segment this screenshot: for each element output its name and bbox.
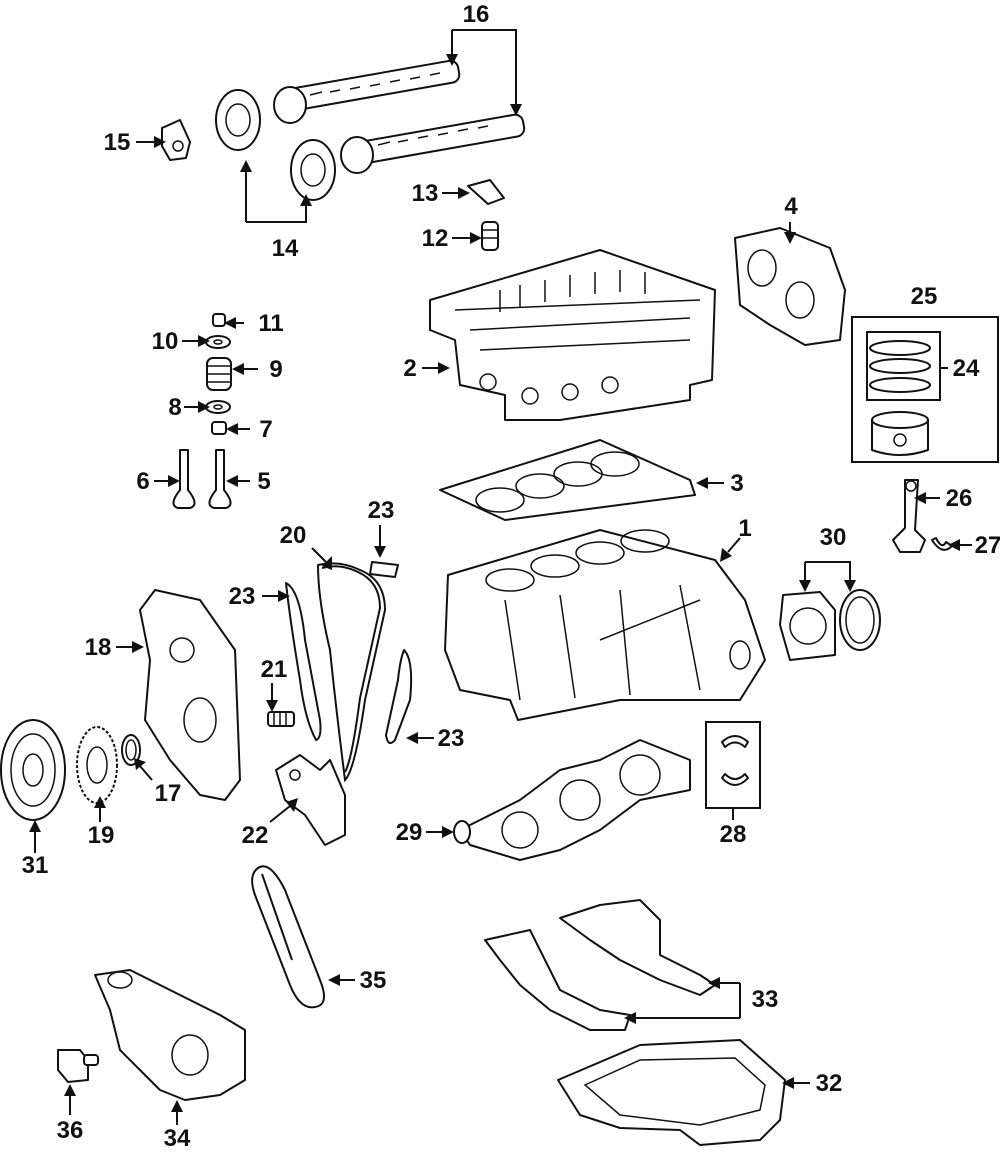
part-11-valve-keeper — [212, 313, 226, 327]
part-18-timing-cover — [139, 589, 241, 801]
callout-9: 9 — [269, 356, 282, 383]
part-3-head-gasket — [439, 439, 696, 521]
callout-21: 21 — [261, 656, 288, 683]
callout-26: 26 — [946, 485, 973, 512]
callout-17: 17 — [155, 780, 182, 807]
part-26-connecting-rod — [892, 479, 926, 553]
callout-15: 15 — [104, 129, 131, 156]
callout-20: 20 — [280, 522, 307, 549]
part-20-timing-chain — [316, 562, 387, 783]
part-24-piston-rings — [869, 340, 931, 393]
part-28-main-bearings — [705, 721, 761, 809]
part-25-piston — [871, 411, 929, 456]
callout-29: 29 — [396, 819, 423, 846]
part-33-oil-baffle-upper — [559, 899, 716, 996]
callout-24: 24 — [953, 355, 980, 382]
callout-18: 18 — [85, 634, 112, 661]
callout-5: 5 — [257, 468, 270, 495]
part-23-chain-guide-top — [369, 561, 399, 578]
part-camshaft-upper — [273, 59, 461, 124]
callout-31: 31 — [22, 852, 49, 879]
callout-30: 30 — [820, 524, 847, 551]
callout-23-right: 23 — [438, 725, 465, 752]
callout-23-left: 23 — [229, 583, 256, 610]
callout-7: 7 — [259, 416, 272, 443]
part-27-rod-bearing — [931, 537, 953, 551]
part-23-chain-guide-right — [385, 649, 413, 745]
callout-25: 25 — [911, 283, 938, 310]
part-30-rear-main-seal — [839, 589, 881, 651]
part-21-chain-tensioner — [267, 711, 295, 727]
leader-lines — [29, 29, 999, 1125]
callout-4: 4 — [784, 193, 798, 220]
callout-16: 16 — [463, 1, 490, 28]
part-30-rear-main-seal-housing — [779, 591, 836, 661]
part-12-lifter — [481, 221, 499, 251]
part-23-chain-guide-left — [285, 582, 322, 741]
callout-27: 27 — [975, 532, 1000, 559]
callout-3: 3 — [730, 470, 743, 497]
callout-32: 32 — [816, 1070, 843, 1097]
callout-28: 28 — [720, 821, 747, 848]
callout-8: 8 — [168, 394, 181, 421]
part-10-spring-retainer — [205, 335, 231, 349]
callout-34: 34 — [164, 1125, 191, 1152]
part-33-oil-baffle-lower — [484, 929, 631, 1031]
part-7-valve-seal — [211, 421, 227, 435]
callout-14: 14 — [272, 235, 299, 262]
callout-36: 36 — [57, 1117, 84, 1144]
part-camshaft-lower — [340, 113, 526, 174]
callout-22: 22 — [242, 822, 269, 849]
part-1-engine-block — [444, 529, 766, 721]
part-2-cylinder-head — [429, 249, 716, 421]
part-cam-adjuster-right — [290, 139, 336, 201]
part-35-drive-belt — [251, 865, 325, 1009]
callout-13: 13 — [412, 180, 439, 207]
part-4-engine-cover — [734, 227, 846, 346]
part-17-front-seal — [121, 734, 141, 766]
callout-1: 1 — [738, 515, 751, 542]
part-19-crank-sprocket — [76, 726, 118, 804]
part-6-valve — [172, 449, 196, 509]
callout-35: 35 — [360, 967, 387, 994]
part-34-oil-pump — [94, 969, 246, 1101]
part-31-crank-pulley — [0, 719, 66, 821]
part-29-crankshaft — [453, 739, 691, 861]
part-5-valve — [208, 449, 232, 509]
part-36-sensor — [57, 1049, 99, 1083]
part-13-rocker-arm — [467, 179, 505, 205]
callout-33: 33 — [752, 986, 779, 1013]
callout-10: 10 — [152, 328, 179, 355]
part-cam-adjuster-left — [215, 89, 261, 151]
callout-23-top: 23 — [368, 497, 395, 524]
part-15-solenoid — [161, 119, 191, 161]
callout-2: 2 — [403, 355, 416, 382]
callout-19: 19 — [88, 822, 115, 849]
callout-11: 11 — [258, 310, 283, 337]
part-9-valve-spring — [206, 357, 232, 391]
part-22-tensioner-rail — [275, 754, 346, 846]
callout-labels: 16 15 14 13 12 11 10 9 8 7 6 5 2 4 25 24… — [22, 1, 1000, 1152]
callout-12: 12 — [422, 225, 449, 252]
part-32-oil-pan — [557, 1039, 786, 1146]
callout-6: 6 — [136, 468, 149, 495]
